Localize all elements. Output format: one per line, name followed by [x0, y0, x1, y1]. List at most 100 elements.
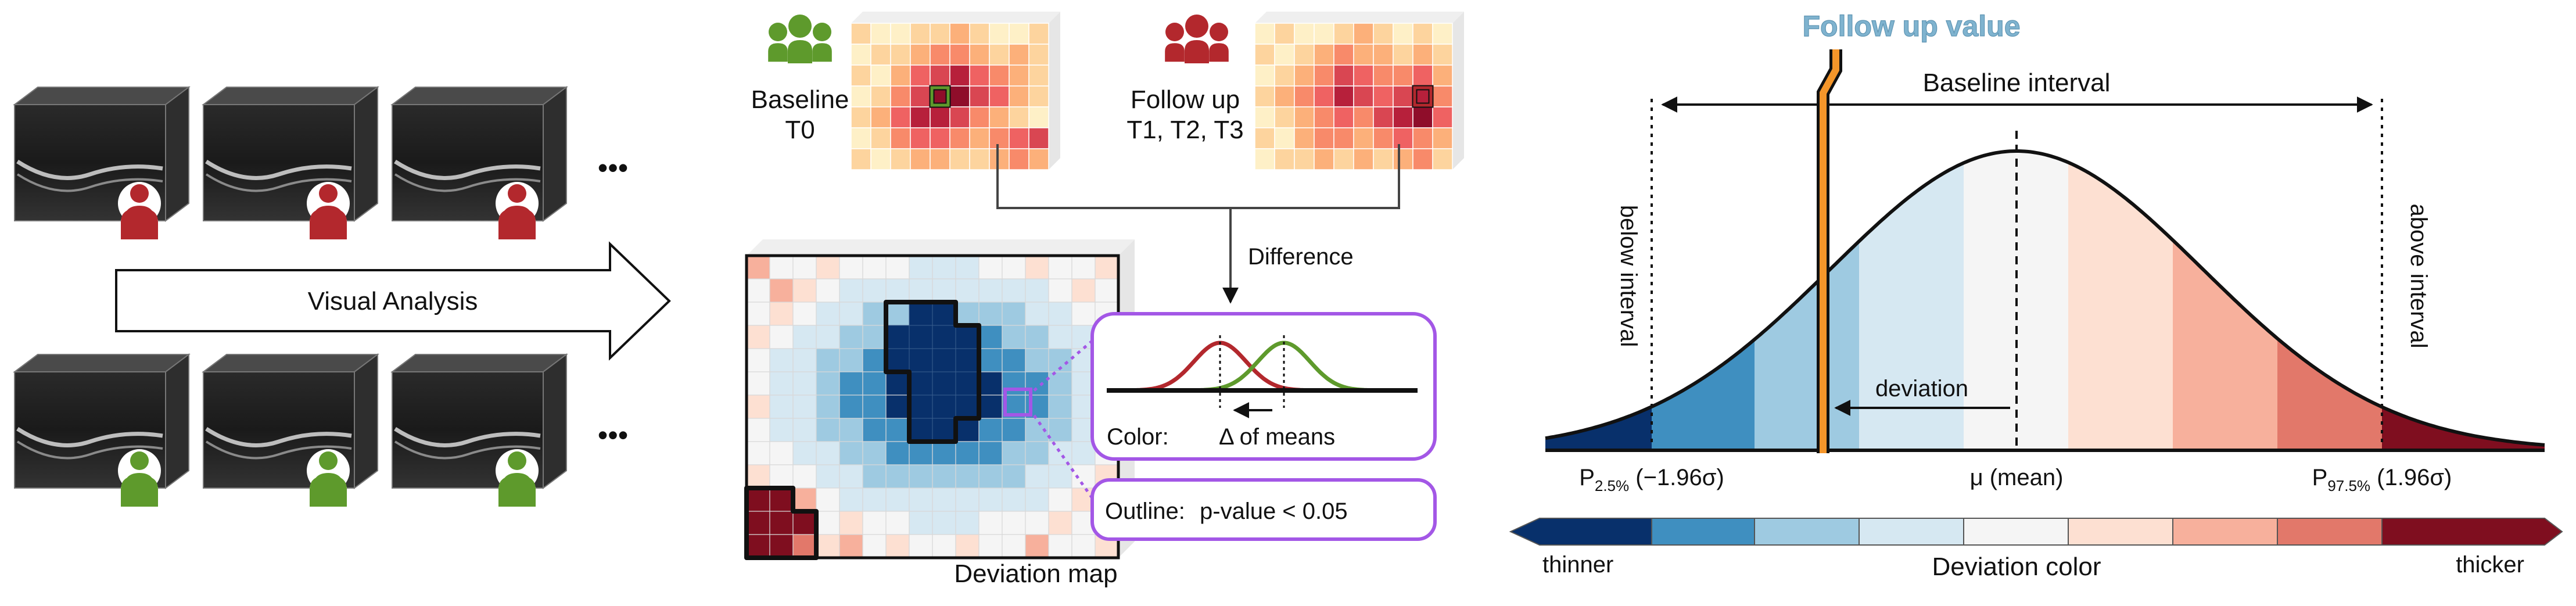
selected-cell [930, 86, 950, 107]
person-icon-body [498, 208, 536, 239]
deviation-cell [1002, 278, 1026, 303]
heatmap-cell [1353, 44, 1374, 66]
deviation-cell [1048, 464, 1072, 489]
deviation-cell [885, 418, 910, 442]
deviation-cell [885, 255, 910, 279]
deviation-cell [862, 371, 887, 396]
deviation-cell [885, 278, 910, 303]
deviation-band [2173, 151, 2277, 450]
legend-segment [1859, 518, 1964, 546]
deviation-cell [839, 487, 863, 512]
baseline-time-label: T0 [785, 116, 815, 144]
p-lower-label: P2.5% (−1.96σ) [1579, 465, 1724, 494]
heatmap-cell [1432, 85, 1453, 107]
heatmap-cell [1432, 64, 1453, 87]
deviation-cell [1071, 441, 1096, 465]
deviation-cell [978, 371, 1003, 396]
heatmap-cell [1373, 106, 1394, 128]
heatmap-cell [1373, 44, 1394, 66]
heatmap-cell [1028, 23, 1049, 45]
deviation-cell [1071, 278, 1096, 303]
deviation-cell [978, 511, 1003, 535]
deviation-cell [746, 441, 770, 465]
deviation-cell [792, 534, 817, 558]
significant-cell [909, 395, 933, 419]
heatmap-cell [1254, 127, 1275, 149]
deviation-cell [955, 418, 980, 442]
heatmap-cell [1412, 127, 1433, 149]
deviation-cell [885, 302, 910, 326]
heatmap-cell [989, 85, 1010, 107]
heatmap-cell [1333, 64, 1354, 87]
retina-layer [394, 160, 541, 180]
left-panel: ••• ••• Visual Analysis [13, 86, 671, 508]
heatmap-cell [989, 106, 1010, 128]
significant-cell [932, 348, 956, 372]
deviation-cell [978, 325, 1003, 349]
deviation-cell [955, 278, 980, 303]
heatmap-cell [1294, 106, 1315, 128]
heatmap-cell [1373, 85, 1394, 107]
significant-cell [885, 348, 910, 372]
deviation-cell [1048, 302, 1072, 326]
heatmap-cell [1432, 106, 1453, 128]
deviation-cell [839, 418, 863, 442]
deviation-cell [792, 371, 817, 396]
oct-scan [202, 86, 379, 241]
heatmap-cell [890, 44, 911, 66]
heatmap-cell [930, 64, 950, 87]
heatmap-cell [1393, 85, 1413, 107]
scan-side-face [354, 353, 378, 489]
significant-cell [955, 325, 980, 349]
deviation-cell [816, 487, 840, 512]
deviation-cell [909, 278, 933, 303]
deviation-cell [839, 325, 863, 349]
deviation-cell [1002, 487, 1026, 512]
heatmap-cell [969, 148, 990, 170]
retina-layer [205, 173, 352, 192]
baseline-interval-label: Baseline interval [1923, 69, 2111, 97]
heatmap-cell [1393, 148, 1413, 170]
deviation-cell [932, 511, 956, 535]
deviation-cell [1095, 255, 1119, 279]
followup-group-icon [1165, 15, 1229, 63]
deviation-cell [885, 511, 910, 535]
color-label: Color: [1107, 424, 1169, 450]
person-icon-body [121, 208, 158, 239]
deviation-cell [909, 511, 933, 535]
baseline-heatmap [851, 12, 1060, 170]
heatmap-cell [989, 148, 1010, 170]
heatmap-side [1049, 12, 1060, 170]
deviation-cell [839, 441, 863, 465]
deviation-cell [839, 348, 863, 372]
heatmap-cell [1393, 23, 1413, 45]
heatmap-cell [969, 106, 990, 128]
deviation-cell [816, 371, 840, 396]
heatmap-cell [1333, 23, 1354, 45]
deviation-cell [978, 418, 1003, 442]
scan-side-face [543, 353, 567, 489]
heatmap-cell [1028, 106, 1049, 128]
deviation-cell [862, 464, 887, 489]
deviation-cell [816, 278, 840, 303]
heatmap-cell [851, 106, 871, 128]
heatmap-cell [1274, 148, 1295, 170]
deviation-cell [816, 255, 840, 279]
deviation-cell [932, 464, 956, 489]
deviation-cell [955, 441, 980, 465]
heatmap-cell [910, 127, 931, 149]
heatmap-cell [1009, 44, 1029, 66]
baseline-group-icon [768, 15, 832, 63]
heatmap-cell [1028, 127, 1049, 149]
heatmap-cell [969, 23, 990, 45]
deviation-cell [1002, 441, 1026, 465]
heatmap-cell [1314, 64, 1334, 87]
heatmap-cell [1393, 44, 1413, 66]
deviation-bands [1545, 151, 2545, 450]
difference-connector [996, 144, 1400, 209]
oct-scan [390, 86, 568, 241]
oct-scan [390, 353, 568, 508]
heatmap-cell [949, 148, 970, 170]
deviation-cell [769, 418, 794, 442]
retina-layer [205, 440, 352, 460]
